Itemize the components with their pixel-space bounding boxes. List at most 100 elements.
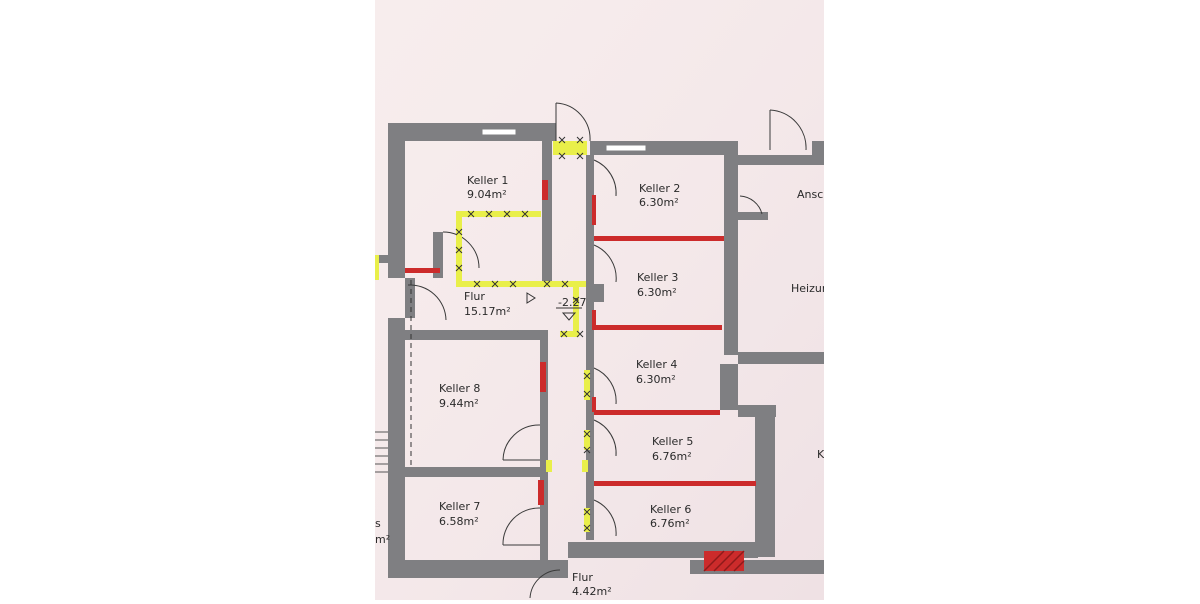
hatched-block-lines	[703, 550, 745, 572]
door-swing-keller-5	[593, 419, 617, 457]
wall-ansch-bottom	[738, 212, 768, 220]
room-area-keller-1: 9.04m²	[467, 188, 507, 201]
room-area-keller-8: 9.44m²	[439, 397, 479, 410]
room-name-keller-5: Keller 5	[652, 435, 693, 448]
cross-mark	[473, 280, 481, 288]
wall-k-step	[738, 405, 776, 417]
cross-mark	[455, 264, 463, 272]
cross-mark	[583, 446, 591, 454]
cross-mark	[485, 210, 493, 218]
chimney	[586, 284, 604, 302]
wall-keller8-right	[540, 330, 548, 560]
door-swing-keller-1	[442, 231, 480, 269]
cross-mark	[583, 372, 591, 380]
partition-red-keller-8	[540, 362, 546, 392]
yellow-line-keller-1	[456, 211, 586, 287]
cross-mark	[503, 210, 511, 218]
room-name-keller-2: Keller 2	[639, 182, 680, 195]
room-name-keller-8: Keller 8	[439, 382, 480, 395]
cross-marks	[455, 136, 591, 532]
cross-mark	[560, 330, 568, 338]
wall-top-right-stub	[812, 141, 824, 155]
door-swing-keller-8	[502, 424, 541, 461]
wall-keller5-right	[755, 417, 775, 557]
partition-red-keller-1	[542, 180, 548, 200]
elevation-value: -2.27	[558, 296, 586, 309]
window-keller-1	[481, 128, 517, 136]
cross-mark	[467, 210, 475, 218]
cross-mark	[521, 210, 529, 218]
room-label-k: K	[817, 448, 825, 461]
door-swing-top-right	[769, 109, 807, 151]
cross-mark	[583, 430, 591, 438]
wall-keller7-top	[405, 467, 547, 477]
cross-mark	[583, 524, 591, 532]
wall-stub-left	[375, 255, 388, 263]
partition-walls	[405, 180, 756, 505]
wall-bottom-left	[388, 560, 568, 578]
room-name-flur-bottom: Flur	[572, 571, 593, 584]
wall-heizung-top	[738, 155, 824, 165]
cross-mark	[576, 136, 584, 144]
cross-mark	[561, 280, 569, 288]
room-name-keller-4: Keller 4	[636, 358, 677, 371]
door-swing-keller-7	[502, 507, 541, 546]
hatched-block	[703, 550, 745, 572]
wall-keller4-right	[720, 364, 738, 410]
elevation-triangle	[561, 312, 577, 321]
margin-left	[0, 0, 375, 600]
room-area-flur-bottom: 4.42m²	[572, 585, 612, 598]
room-name-keller-1: Keller 1	[467, 174, 508, 187]
room-area-keller-5: 6.76m²	[652, 450, 692, 463]
room-name-keller-7: Keller 7	[439, 500, 480, 513]
cross-mark	[455, 228, 463, 236]
arrow-marker	[526, 292, 536, 304]
cross-mark	[583, 390, 591, 398]
room-area-keller-2: 6.30m²	[639, 196, 679, 209]
partition-red-short-3	[592, 397, 596, 412]
partition-keller-4-5	[594, 410, 720, 415]
door-swing-keller-6	[593, 499, 617, 537]
partition-red-short-2	[592, 310, 596, 330]
yellow-block-keller-8	[546, 460, 552, 472]
cross-mark	[572, 296, 580, 304]
partition-flur-left	[405, 268, 440, 273]
door-swing-bottom	[529, 569, 561, 599]
wall-corridor-right	[586, 155, 594, 540]
wall-left-lower	[388, 318, 405, 578]
door-swings	[407, 102, 807, 599]
wall-keller1-right	[542, 141, 552, 281]
partition-red-short-1	[592, 195, 596, 225]
room-name-flur: Flur	[464, 290, 485, 303]
door-swing-flur	[407, 284, 447, 321]
cross-mark	[576, 152, 584, 160]
partition-red-keller-7	[538, 480, 544, 505]
wall-left-upper	[388, 123, 405, 278]
cross-mark	[491, 280, 499, 288]
partition-keller-2-3	[594, 236, 724, 241]
cross-mark	[576, 330, 584, 338]
margin-right	[824, 0, 1200, 600]
room-area-flur: 15.17m²	[464, 305, 511, 318]
elevation-marker: -2.27	[556, 296, 586, 321]
door-swing-keller-2	[593, 159, 617, 197]
room-area-keller-3: 6.30m²	[637, 286, 677, 299]
room-area-keller-4: 6.30m²	[636, 373, 676, 386]
yellow-block-corridor	[582, 460, 588, 472]
partition-keller-5-6	[594, 481, 756, 486]
cross-mark	[558, 152, 566, 160]
cross-mark	[583, 508, 591, 516]
door-swing-ansch	[739, 195, 763, 215]
windows	[481, 128, 647, 152]
room-labels: Keller 1 9.04m² Keller 2 6.30m² Keller 3…	[375, 174, 836, 598]
yellow-lines	[373, 211, 590, 532]
room-label-m2: m²	[375, 533, 390, 546]
room-area-keller-7: 6.58m²	[439, 515, 479, 528]
cross-mark	[509, 280, 517, 288]
room-name-keller-3: Keller 3	[637, 271, 678, 284]
wall-flur-left	[405, 278, 415, 318]
cross-mark	[543, 280, 551, 288]
cross-mark	[558, 136, 566, 144]
